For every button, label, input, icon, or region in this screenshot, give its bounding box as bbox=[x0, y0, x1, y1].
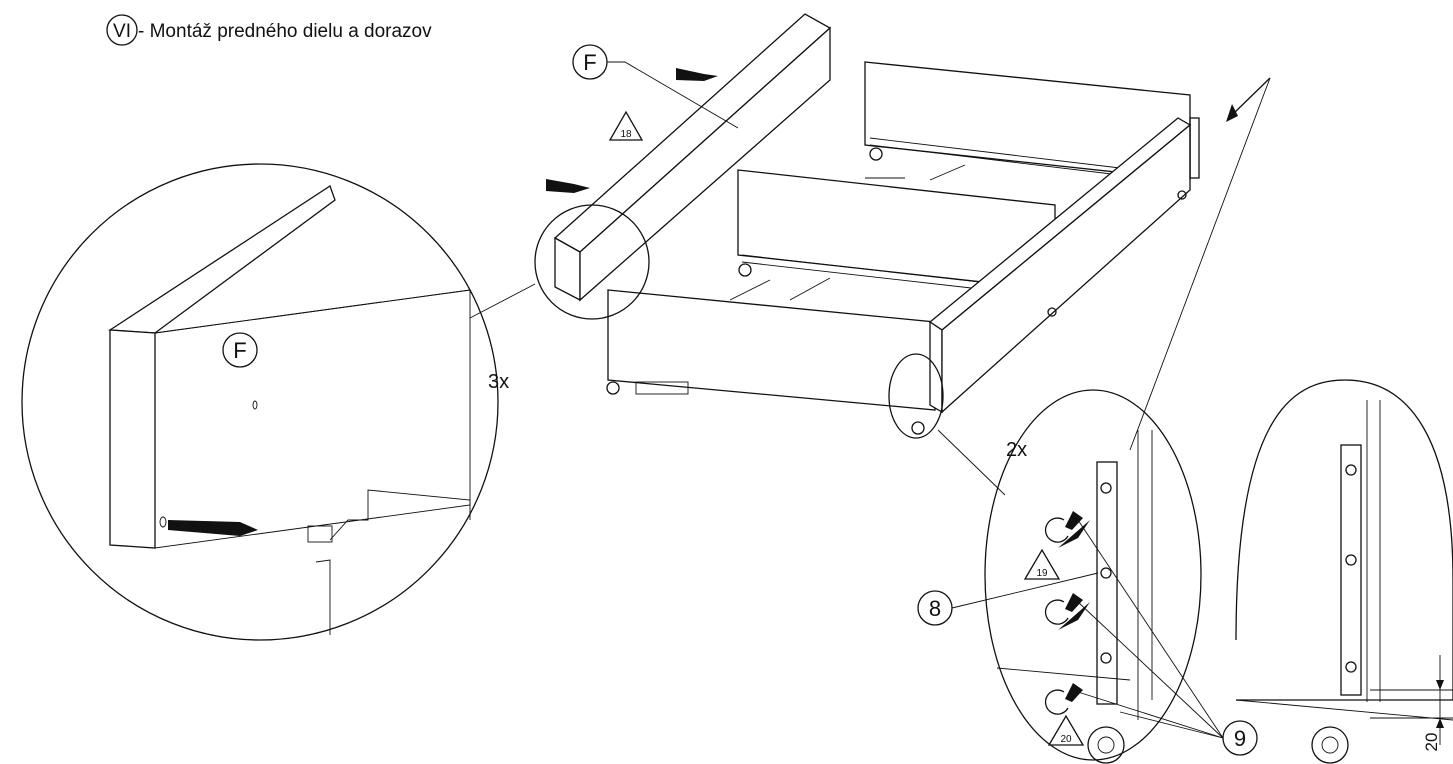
front-lower-panel bbox=[607, 289, 936, 411]
caster-installed bbox=[1311, 726, 1349, 764]
drawer-assembly: F 18 bbox=[469, 13, 1271, 496]
stop-bracket bbox=[1096, 461, 1118, 705]
detail-marker-left bbox=[534, 204, 650, 320]
detail-right: 2x 19 20 8 9 bbox=[917, 389, 1258, 764]
step-heading: VI - Montáž predného dielu a dorazov bbox=[106, 14, 432, 46]
dowel-arrow bbox=[168, 520, 258, 536]
detail-circle-left bbox=[21, 163, 499, 641]
caster-right-detail bbox=[1087, 726, 1125, 764]
count-right: 2x bbox=[1006, 439, 1027, 461]
detail-marker-right bbox=[888, 353, 944, 439]
step-19-triangle bbox=[1023, 548, 1061, 580]
push-arrow-left bbox=[546, 179, 590, 193]
detail-oval-far-right bbox=[1235, 379, 1453, 701]
board-edge bbox=[109, 329, 156, 549]
step-18-triangle bbox=[608, 110, 644, 141]
step-19: 19 bbox=[1036, 568, 1048, 579]
step-title: - Montáž predného dielu a dorazov bbox=[138, 21, 432, 42]
step-18: 18 bbox=[620, 129, 632, 140]
count-left: 3x bbox=[488, 371, 509, 393]
detail-oval-right bbox=[984, 389, 1202, 761]
part-f-label: F bbox=[583, 50, 596, 75]
step-20: 20 bbox=[1060, 734, 1072, 745]
detail-far-right: 20 bbox=[1235, 379, 1453, 764]
step-number-circle bbox=[106, 14, 138, 46]
item-9-label: 9 bbox=[1234, 726, 1246, 751]
step-number: VI bbox=[113, 21, 131, 42]
part-f-detail-circle bbox=[222, 332, 258, 368]
stop-bracket-installed bbox=[1340, 444, 1362, 696]
dimension-label: 20 bbox=[1422, 733, 1441, 752]
item-8-label: 8 bbox=[929, 596, 941, 621]
dowel bbox=[307, 525, 333, 543]
push-arrow-top bbox=[676, 68, 718, 81]
step-20-triangle bbox=[1047, 714, 1085, 746]
part-f-detail-label: F bbox=[233, 338, 246, 363]
detail-left: F 3x bbox=[21, 163, 509, 641]
